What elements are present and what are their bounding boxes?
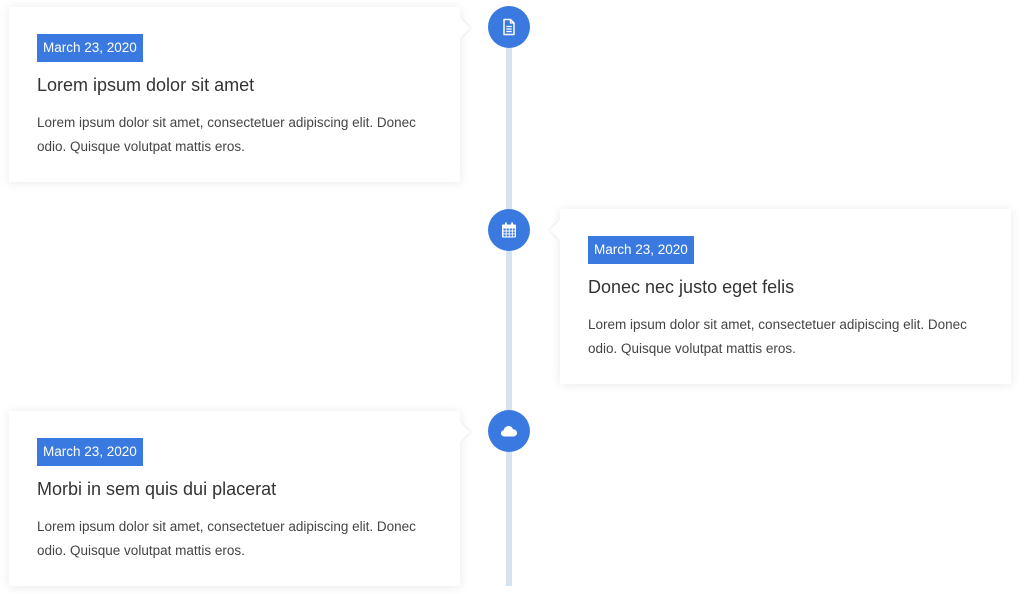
date-badge: March 23, 2020 [37,438,143,466]
date-badge: March 23, 2020 [588,236,694,264]
timeline-card: March 23, 2020 Lorem ipsum dolor sit ame… [9,7,460,182]
card-title: Morbi in sem quis dui placerat [37,479,277,499]
card-title: Lorem ipsum dolor sit amet [37,75,255,95]
card-text: Lorem ipsum dolor sit amet, consectetuer… [37,115,416,154]
timeline-card: March 23, 2020 Morbi in sem quis dui pla… [9,411,460,586]
card-title: Donec nec justo eget felis [588,277,795,297]
card-text: Lorem ipsum dolor sit amet, consectetuer… [37,519,416,558]
date-badge: March 23, 2020 [37,34,143,62]
cloud-icon [488,410,530,452]
calendar-icon [488,209,530,251]
card-text: Lorem ipsum dolor sit amet, consectetuer… [588,317,967,356]
document-icon [488,6,530,48]
timeline-card: March 23, 2020 Donec nec justo eget feli… [560,209,1011,384]
timeline-line [506,28,512,586]
